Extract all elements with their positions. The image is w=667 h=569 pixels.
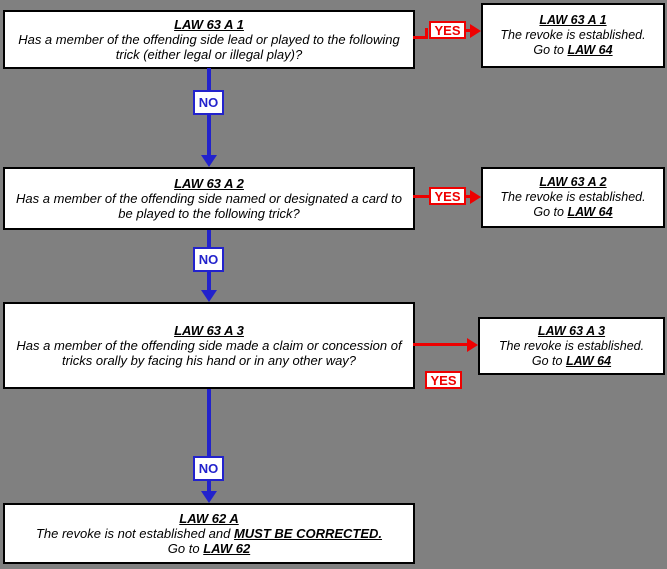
box-title: LAW 63 A 1 — [174, 17, 244, 32]
goto-law-link: LAW 62 — [203, 541, 251, 556]
no-label-text: NO — [198, 252, 219, 267]
box-body: The revoke is not established and MUST B… — [36, 526, 382, 541]
question-box-law-63-a-1: LAW 63 A 1 Has a member of the offending… — [3, 10, 415, 69]
no-connector-line-3 — [207, 389, 211, 491]
result-box-law-63-a-3: LAW 63 A 3 The revoke is established. Go… — [478, 317, 665, 375]
box-title: LAW 63 A 2 — [539, 175, 607, 189]
yes-connector-line-1b — [464, 29, 472, 32]
goto-law-link: LAW 64 — [565, 353, 612, 368]
box-body: The revoke is established. — [500, 190, 646, 204]
box-title: LAW 63 A 1 — [539, 13, 607, 27]
no-arrowhead-2 — [201, 290, 217, 302]
yes-label-2: YES — [429, 187, 466, 205]
yes-arrowhead-2 — [470, 190, 481, 204]
yes-connector-line-1a — [413, 36, 428, 39]
box-title: LAW 63 A 3 — [174, 323, 244, 338]
yes-label-text: YES — [430, 372, 457, 388]
no-arrowhead-1 — [201, 155, 217, 167]
box-body: The revoke is established. — [500, 28, 646, 42]
result-box-law-63-a-2: LAW 63 A 2 The revoke is established. Go… — [481, 167, 665, 228]
goto-law-link: LAW 64 — [567, 205, 613, 219]
goto-prefix: Go to — [531, 353, 566, 368]
no-label-3: NO — [193, 456, 224, 481]
terminal-box-law-62-a: LAW 62 A The revoke is not established a… — [3, 503, 415, 564]
terminal-body-emphasis: MUST BE CORRECTED. — [233, 526, 383, 541]
yes-label-3: YES — [425, 371, 462, 389]
no-label-text: NO — [198, 95, 219, 110]
yes-label-text: YES — [434, 188, 461, 204]
yes-arrowhead-3 — [467, 338, 478, 352]
goto-prefix: Go to — [533, 205, 568, 219]
box-title: LAW 62 A — [179, 511, 239, 526]
no-arrowhead-3 — [201, 491, 217, 503]
goto-prefix: Go to — [167, 541, 204, 556]
yes-arrowhead-1 — [470, 24, 481, 38]
goto-line: Go to LAW 64 — [533, 43, 612, 58]
question-box-law-63-a-2: LAW 63 A 2 Has a member of the offending… — [3, 167, 415, 230]
box-body: Has a member of the offending side lead … — [18, 32, 400, 62]
no-label-text: NO — [198, 461, 219, 476]
box-title: LAW 63 A 2 — [174, 176, 244, 191]
goto-line: Go to LAW 62 — [168, 541, 250, 556]
box-body: Has a member of the offending side named… — [16, 191, 402, 221]
yes-connector-line-3 — [413, 343, 468, 346]
box-body: The revoke is established. — [498, 338, 645, 353]
yes-label-text: YES — [434, 22, 461, 38]
yes-label-1: YES — [429, 21, 466, 39]
goto-prefix: Go to — [533, 43, 568, 57]
box-body: Has a member of the offending side made … — [16, 338, 402, 368]
goto-law-link: LAW 64 — [567, 43, 613, 57]
no-label-1: NO — [193, 90, 224, 115]
question-box-law-63-a-3: LAW 63 A 3 Has a member of the offending… — [3, 302, 415, 389]
result-box-law-63-a-1: LAW 63 A 1 The revoke is established. Go… — [481, 3, 665, 68]
goto-line: Go to LAW 64 — [533, 205, 612, 220]
goto-line: Go to LAW 64 — [532, 354, 611, 369]
box-title: LAW 63 A 3 — [537, 323, 606, 338]
yes-connector-elbow-1 — [425, 28, 428, 39]
no-label-2: NO — [193, 247, 224, 272]
terminal-body-prefix: The revoke is not established and — [35, 526, 234, 541]
